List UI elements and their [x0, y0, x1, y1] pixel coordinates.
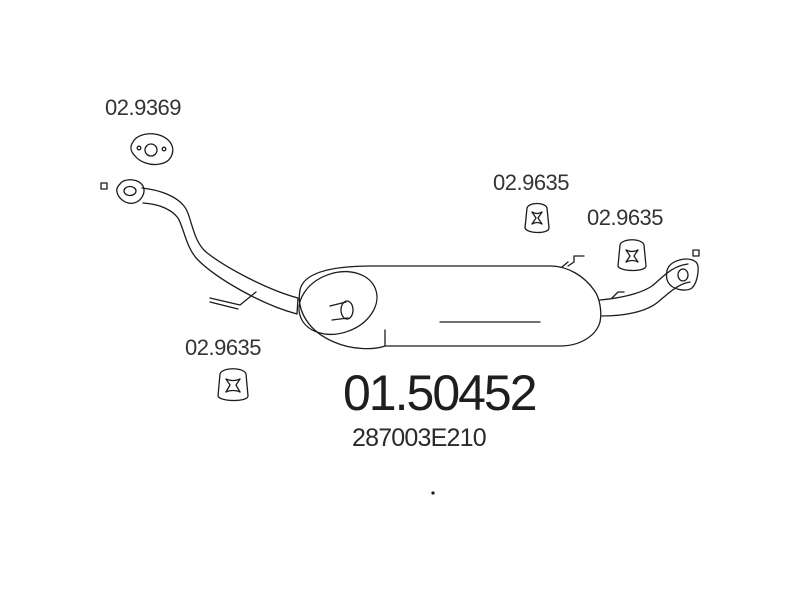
front-pipe — [116, 179, 299, 315]
label-hanger-bottom-left-code: 02.9635 — [185, 335, 262, 360]
pipe-end-marker-left — [100, 182, 108, 190]
label-hanger-top-code: 02.9635 — [493, 170, 570, 195]
label-hanger-right-code: 02.9635 — [587, 205, 664, 230]
rubber-hanger-top-icon — [524, 202, 550, 234]
part-number: 01.50452 — [343, 365, 538, 421]
muffler — [298, 255, 602, 350]
label-gasket-front-code: 02.9369 — [105, 95, 182, 120]
tail-pipe — [599, 258, 699, 317]
stray-dot — [431, 491, 435, 495]
rubber-hanger-right-icon — [617, 239, 647, 272]
rubber-hanger-bottom-left-icon — [217, 368, 249, 402]
pipe-end-marker-right — [692, 249, 700, 257]
oem-number: 287003E210 — [352, 424, 487, 452]
front-gasket-icon — [130, 133, 174, 166]
